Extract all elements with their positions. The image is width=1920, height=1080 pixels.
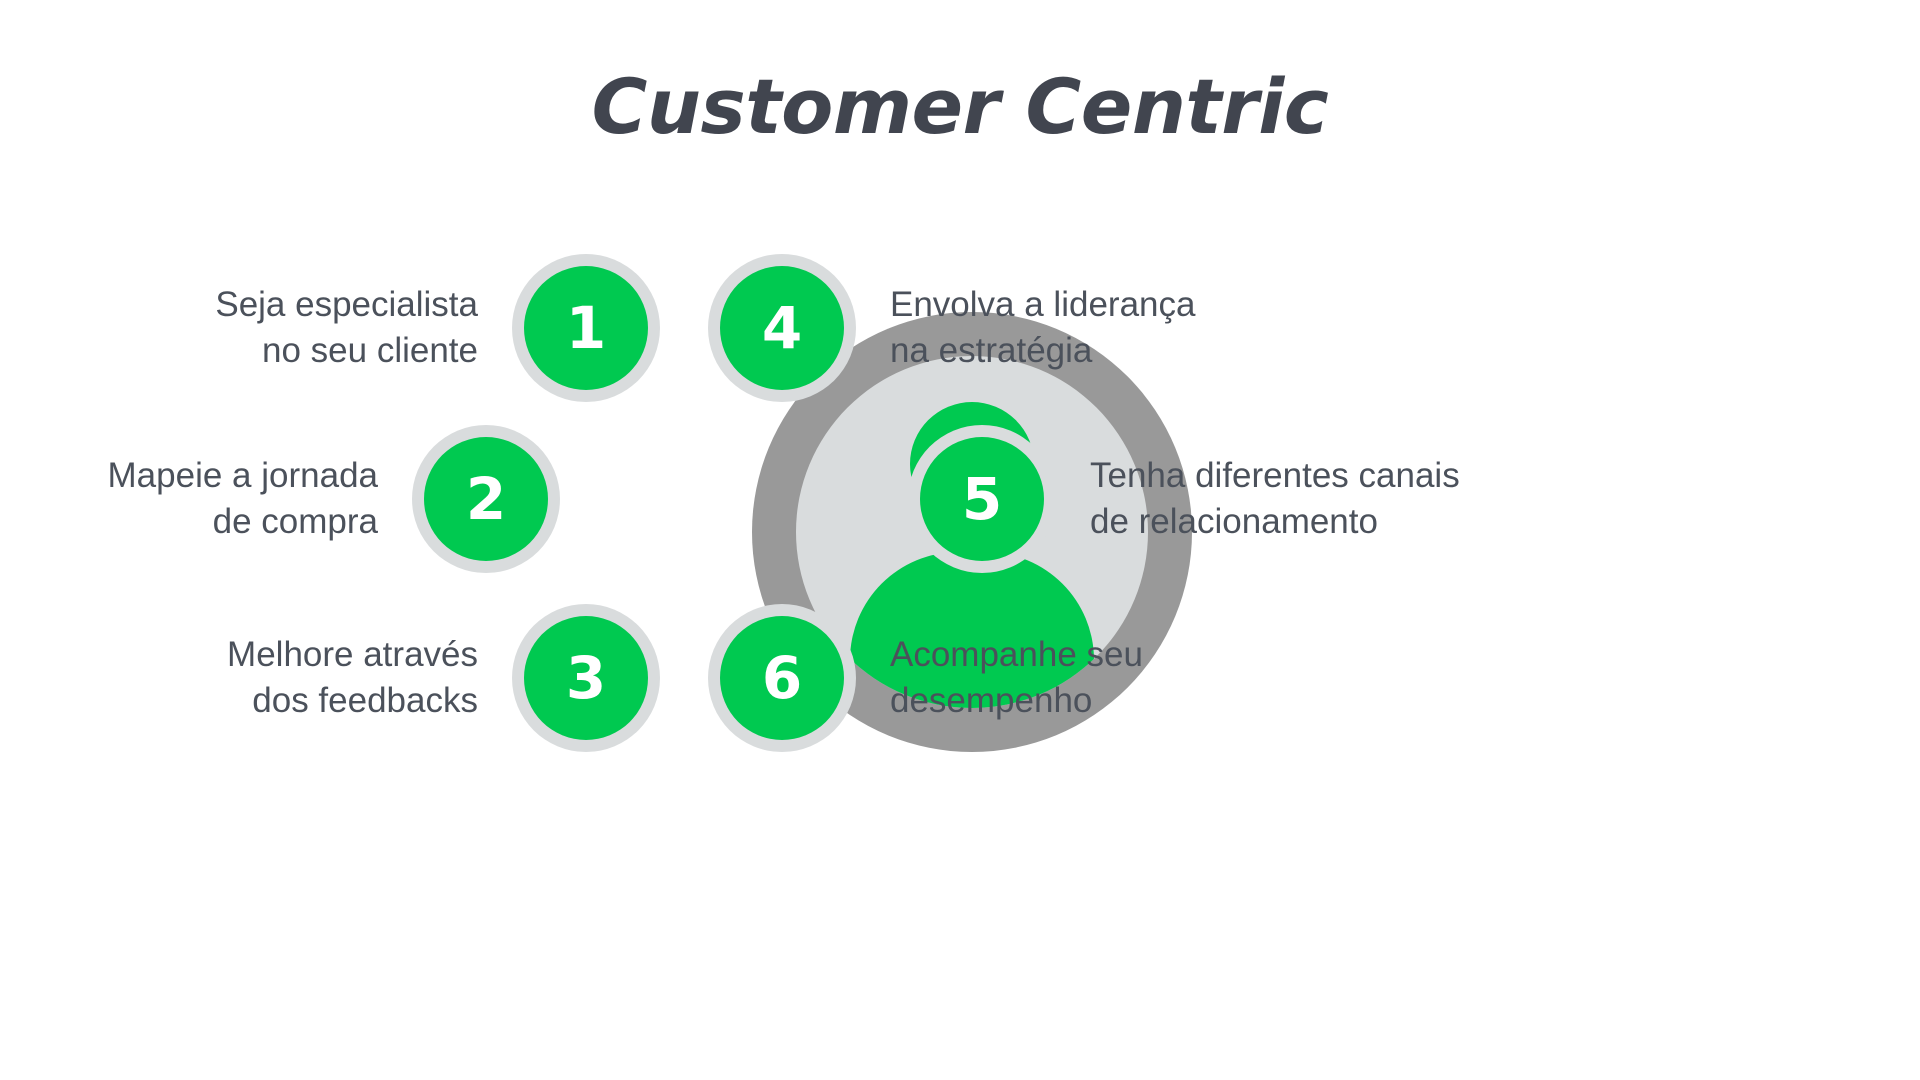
- step-badge-4[interactable]: 4: [708, 254, 856, 402]
- step-badge-6-number: 6: [761, 644, 803, 712]
- step-item-1[interactable]: Seja especialista no seu cliente 1: [0, 254, 660, 402]
- step-badge-5-number: 5: [961, 465, 1003, 533]
- step-badge-2[interactable]: 2: [412, 425, 560, 573]
- step-item-2[interactable]: Mapeie a jornada de compra 2: [0, 425, 560, 573]
- step-badge-6[interactable]: 6: [708, 604, 856, 752]
- step-item-3-label: Melhore através dos feedbacks: [227, 632, 478, 724]
- step-item-6-line1: Acompanhe seu: [890, 634, 1143, 674]
- step-item-4-line2: na estratégia: [890, 331, 1093, 370]
- step-badge-1[interactable]: 1: [512, 254, 660, 402]
- step-badge-2-number: 2: [465, 465, 507, 533]
- step-item-1-line2: no seu cliente: [262, 331, 478, 370]
- step-badge-4-number: 4: [761, 294, 803, 362]
- step-badge-4-core: 4: [720, 266, 844, 390]
- step-item-5-line2: de relacionamento: [1090, 502, 1378, 541]
- step-badge-3-number: 3: [565, 644, 607, 712]
- step-badge-6-core: 6: [720, 616, 844, 740]
- step-item-5-label: Tenha diferentes canais de relacionament…: [1090, 453, 1460, 545]
- step-item-4-line1: Envolva a liderança: [890, 284, 1196, 324]
- step-badge-2-core: 2: [424, 437, 548, 561]
- step-badge-3-core: 3: [524, 616, 648, 740]
- step-item-2-line2: de compra: [212, 502, 378, 541]
- step-item-4-label: Envolva a liderança na estratégia: [890, 282, 1195, 374]
- step-item-4[interactable]: 4 Envolva a liderança na estratégia: [708, 254, 1368, 402]
- step-item-1-line1: Seja especialista: [215, 284, 478, 324]
- step-item-2-label: Mapeie a jornada de compra: [108, 453, 378, 545]
- step-item-1-label: Seja especialista no seu cliente: [215, 282, 478, 374]
- step-item-6[interactable]: 6 Acompanhe seu desempenho: [708, 604, 1368, 752]
- step-badge-5-core: 5: [920, 437, 1044, 561]
- step-item-2-line1: Mapeie a jornada: [107, 455, 378, 495]
- step-item-5-line1: Tenha diferentes canais: [1090, 455, 1460, 495]
- step-badge-1-core: 1: [524, 266, 648, 390]
- step-badge-5[interactable]: 5: [908, 425, 1056, 573]
- page-title: Customer Centric: [591, 62, 1329, 151]
- step-badge-1-number: 1: [565, 294, 607, 362]
- step-item-3[interactable]: Melhore através dos feedbacks 3: [0, 604, 660, 752]
- step-item-6-line2: desempenho: [890, 681, 1093, 720]
- step-item-6-label: Acompanhe seu desempenho: [890, 632, 1143, 724]
- step-item-5[interactable]: 5 Tenha diferentes canais de relacioname…: [908, 425, 1468, 573]
- step-item-3-line2: dos feedbacks: [252, 681, 478, 720]
- step-item-3-line1: Melhore através: [227, 634, 478, 674]
- step-badge-3[interactable]: 3: [512, 604, 660, 752]
- person-icon-body: [850, 552, 1094, 708]
